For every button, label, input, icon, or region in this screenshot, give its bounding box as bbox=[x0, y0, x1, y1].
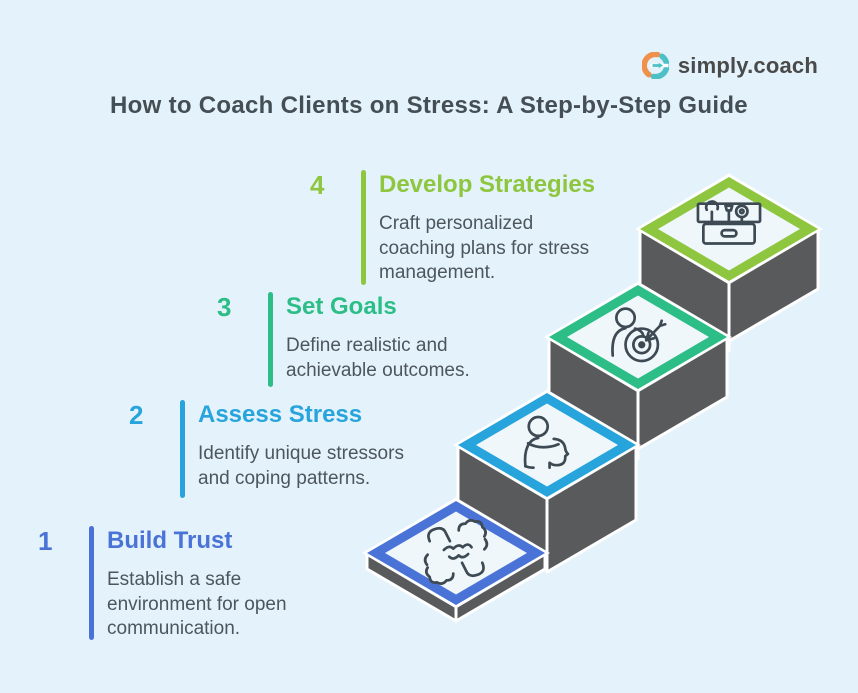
logo-teal-arc bbox=[650, 53, 669, 79]
step-content: Develop Strategies Craft personalized co… bbox=[379, 170, 607, 286]
step-accent-bar bbox=[180, 400, 185, 498]
step-description: Define realistic and achievable outcomes… bbox=[286, 335, 470, 381]
simply-coach-logo-icon bbox=[641, 52, 669, 79]
brand-logo: simply.coach bbox=[641, 52, 818, 79]
step-content: Set Goals Define realistic and achievabl… bbox=[286, 292, 486, 383]
step-text-block-3: 3 Set Goals Define realistic and achieva… bbox=[217, 292, 486, 387]
logo-arrow bbox=[652, 62, 663, 69]
stair-step-3 bbox=[544, 281, 732, 461]
step-heading: Develop Strategies bbox=[379, 171, 596, 198]
step-description: Craft personalized coaching plans for st… bbox=[379, 213, 590, 284]
step-description: Identify unique stressors and coping pat… bbox=[198, 443, 404, 489]
diamond-face bbox=[476, 403, 618, 487]
step-accent-bar bbox=[268, 292, 273, 387]
diamond-face bbox=[385, 511, 527, 595]
step-number: 2 bbox=[129, 400, 144, 430]
person-assessment-icon bbox=[523, 415, 570, 470]
step-heading: Build Trust bbox=[107, 527, 233, 554]
step-text-block-2: 2 Assess Stress Identify unique stressor… bbox=[129, 400, 434, 498]
step-accent-bar bbox=[361, 170, 366, 285]
step-accent-bar bbox=[89, 526, 94, 640]
step-content: Assess Stress Identify unique stressors … bbox=[198, 400, 434, 491]
page-title: How to Coach Clients on Stress: A Step-b… bbox=[110, 92, 748, 119]
step-heading: Set Goals bbox=[286, 293, 397, 320]
toolbox-icon bbox=[696, 200, 762, 245]
handshake-icon bbox=[423, 518, 489, 586]
step-text-block-1: 1 Build Trust Establish a safe environme… bbox=[38, 526, 313, 642]
step-content: Build Trust Establish a safe environment… bbox=[107, 526, 313, 642]
step-text-block-4: 4 Develop Strategies Craft personalized … bbox=[310, 170, 607, 286]
step-heading: Assess Stress bbox=[198, 401, 363, 428]
person-target-icon bbox=[611, 307, 667, 363]
logo-orange-arc bbox=[641, 52, 661, 78]
stair-step-4 bbox=[635, 173, 823, 353]
stair-step-2 bbox=[453, 389, 641, 574]
stair-step-1 bbox=[362, 497, 550, 623]
step-number: 1 bbox=[38, 526, 53, 556]
step-number: 3 bbox=[217, 292, 232, 322]
brand-name: simply.coach bbox=[677, 52, 818, 78]
step-description: Establish a safe environment for open co… bbox=[107, 569, 287, 640]
step-number: 4 bbox=[310, 170, 325, 200]
